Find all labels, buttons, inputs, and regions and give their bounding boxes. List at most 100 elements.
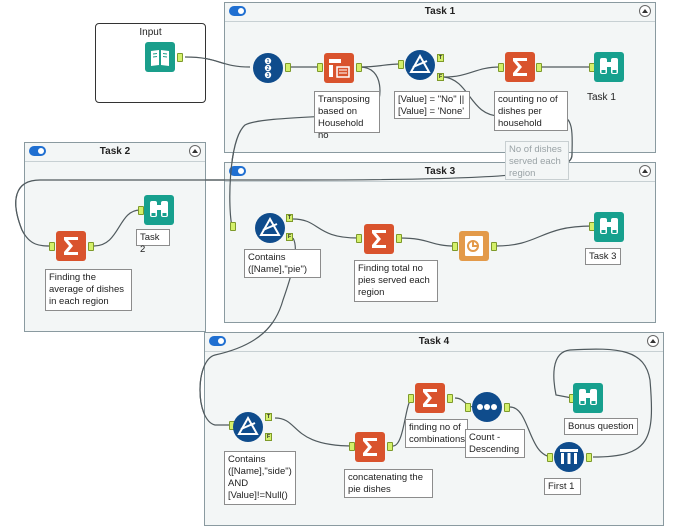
filter-tool-pie[interactable] bbox=[255, 213, 285, 243]
output-anchor[interactable] bbox=[491, 242, 497, 251]
input-anchor[interactable] bbox=[547, 453, 553, 462]
input-anchor[interactable] bbox=[408, 394, 414, 403]
transpose-icon bbox=[324, 53, 354, 83]
true-anchor[interactable]: T bbox=[437, 54, 444, 62]
container-header: Task 2 bbox=[25, 143, 205, 162]
summarize-icon bbox=[364, 224, 394, 254]
collapse-icon[interactable] bbox=[639, 5, 651, 17]
svg-text:3: 3 bbox=[267, 73, 270, 79]
browse-label: Task 1 bbox=[587, 92, 616, 103]
false-anchor[interactable]: F bbox=[265, 433, 272, 441]
container-title: Task 4 bbox=[418, 336, 450, 347]
browse-tool-task2[interactable] bbox=[144, 195, 174, 225]
input-anchor[interactable] bbox=[465, 403, 471, 412]
true-anchor[interactable]: T bbox=[265, 413, 272, 421]
output-anchor[interactable] bbox=[387, 442, 393, 451]
input-anchor[interactable] bbox=[317, 63, 323, 72]
filter-icon bbox=[405, 50, 435, 80]
browse-tool-task1[interactable] bbox=[594, 52, 624, 82]
container-title: Task 1 bbox=[424, 6, 456, 17]
filter-tool-side[interactable] bbox=[233, 412, 263, 442]
transpose-annotation: Transposing based on Household no bbox=[314, 91, 380, 141]
input-anchor[interactable] bbox=[230, 222, 236, 231]
filter-annotation: Contains ([Name],"side") AND [Value]!=Nu… bbox=[224, 451, 296, 505]
output-anchor[interactable] bbox=[356, 63, 362, 72]
filter-annotation: [Value] = "No" || [Value] = 'None' bbox=[394, 91, 470, 119]
summarize-annotation: finding no of combinations bbox=[405, 419, 468, 448]
false-anchor[interactable]: F bbox=[437, 73, 444, 81]
browse-label: Bonus question bbox=[564, 418, 638, 435]
filter-icon bbox=[233, 412, 263, 442]
container-header: Task 4 bbox=[205, 333, 663, 352]
toggle-switch[interactable] bbox=[29, 146, 46, 156]
browse-label: First 1 bbox=[544, 478, 581, 495]
summarize-tool-avg[interactable] bbox=[56, 231, 86, 261]
summarize-icon bbox=[56, 231, 86, 261]
output-anchor[interactable] bbox=[177, 53, 183, 62]
summarize-icon bbox=[355, 432, 385, 462]
filter-tool[interactable] bbox=[405, 50, 435, 80]
record-id-tool[interactable]: 1 2 3 bbox=[253, 53, 283, 83]
browse-label: Task 2 bbox=[136, 229, 170, 255]
input-anchor[interactable] bbox=[356, 234, 362, 243]
browse-tool-task3[interactable] bbox=[594, 212, 624, 242]
svg-text:2: 2 bbox=[267, 66, 270, 72]
input-title: Input bbox=[139, 27, 162, 38]
true-anchor[interactable]: T bbox=[286, 214, 293, 222]
sort-tool[interactable] bbox=[472, 392, 502, 422]
sample-tool[interactable] bbox=[554, 442, 584, 472]
binoculars-icon bbox=[594, 212, 624, 242]
input-anchor[interactable] bbox=[452, 242, 458, 251]
summarize-tool-concat[interactable] bbox=[355, 432, 385, 462]
sample-icon bbox=[554, 442, 584, 472]
browse-tool-bonus[interactable] bbox=[573, 383, 603, 413]
toggle-switch[interactable] bbox=[229, 6, 246, 16]
toggle-switch[interactable] bbox=[209, 336, 226, 346]
output-anchor[interactable] bbox=[536, 63, 542, 72]
input-anchor[interactable] bbox=[398, 60, 404, 69]
book-icon bbox=[145, 42, 175, 72]
summarize-annotation: Finding the average of dishes in each re… bbox=[45, 269, 132, 311]
filter-annotation: Contains ([Name],"pie") bbox=[244, 249, 321, 278]
container-task3[interactable]: Task 3 bbox=[224, 162, 656, 323]
input-tool-box[interactable]: Input bbox=[95, 23, 206, 103]
summarize-annotation: concatenating the pie dishes bbox=[344, 469, 433, 498]
container-title: Task 2 bbox=[99, 146, 131, 157]
toggle-switch[interactable] bbox=[229, 166, 246, 176]
summarize-tool-combos[interactable] bbox=[415, 383, 445, 413]
container-title: Task 3 bbox=[424, 166, 456, 177]
ghost-annotation: No of dishes served each region bbox=[505, 141, 569, 180]
input-anchor[interactable] bbox=[349, 442, 355, 451]
output-anchor[interactable] bbox=[504, 403, 510, 412]
summarize-tool-total[interactable] bbox=[364, 224, 394, 254]
summarize-icon bbox=[505, 52, 535, 82]
collapse-icon[interactable] bbox=[639, 165, 651, 177]
output-anchor[interactable] bbox=[396, 234, 402, 243]
svg-text:1: 1 bbox=[267, 59, 270, 65]
output-anchor[interactable] bbox=[88, 242, 94, 251]
summarize-icon bbox=[415, 383, 445, 413]
filter-icon bbox=[255, 213, 285, 243]
binoculars-icon bbox=[144, 195, 174, 225]
binoculars-icon bbox=[594, 52, 624, 82]
sort-annotation: Count - Descending bbox=[465, 429, 525, 458]
false-anchor[interactable]: F bbox=[286, 233, 293, 241]
binoculars-icon bbox=[573, 383, 603, 413]
collapse-icon[interactable] bbox=[189, 145, 201, 157]
sort-icon bbox=[472, 392, 502, 422]
output-anchor[interactable] bbox=[447, 394, 453, 403]
summarize-tool[interactable] bbox=[505, 52, 535, 82]
input-data-tool[interactable] bbox=[145, 42, 175, 72]
collapse-icon[interactable] bbox=[647, 335, 659, 347]
container-header: Task 1 bbox=[225, 3, 655, 22]
output-anchor[interactable] bbox=[586, 453, 592, 462]
input-anchor[interactable] bbox=[49, 242, 55, 251]
container-header: Task 3 bbox=[225, 163, 655, 182]
transpose-tool[interactable] bbox=[324, 53, 354, 83]
input-anchor[interactable] bbox=[138, 206, 144, 215]
browse-label: Task 3 bbox=[585, 248, 621, 265]
output-anchor[interactable] bbox=[285, 63, 291, 72]
formula-tool[interactable] bbox=[459, 231, 489, 261]
input-anchor[interactable] bbox=[498, 63, 504, 72]
summarize-annotation: counting no of dishes per household bbox=[494, 91, 568, 131]
